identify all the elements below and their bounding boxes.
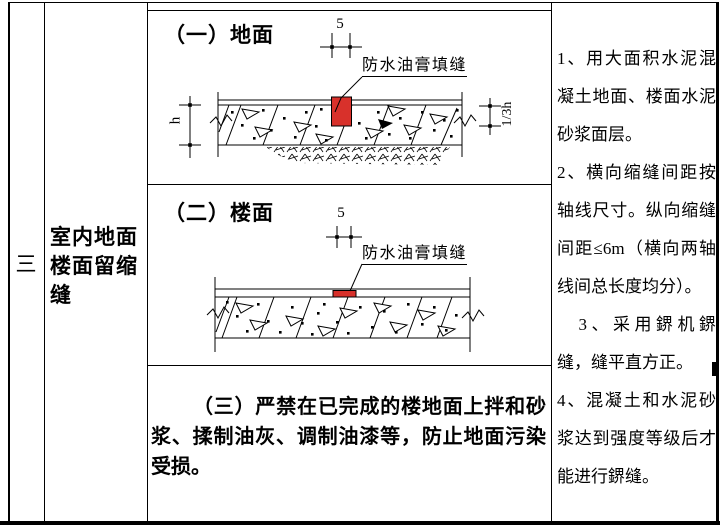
break-mark-right <box>453 114 477 128</box>
slab-edges <box>214 277 471 352</box>
break-mark-right <box>461 309 485 323</box>
slab-depth-dimension <box>179 96 201 158</box>
section1-heading: （一）地面 <box>164 23 274 47</box>
col-divider-1 <box>44 2 45 521</box>
joint-width-dimension <box>326 226 362 248</box>
note-item: 2、横向缩缝间距按轴线尺寸。纵向缩缝间距≤6m（横向两轴线间总长度均分）。 <box>557 163 716 296</box>
slab-edges <box>217 92 463 157</box>
joint-filler-label-floor: 防水油膏填缝 <box>362 245 468 265</box>
table-top-border <box>8 2 719 3</box>
table-bottom-border <box>0 521 720 525</box>
table-left-border <box>8 2 10 522</box>
col-divider-3 <box>551 2 552 521</box>
row-number-cell: 三 <box>15 252 37 276</box>
joint-filler <box>331 96 352 127</box>
note-item: 4、混凝土和水泥砂浆达到强度等级后才能进行鎅缝。 <box>557 391 716 486</box>
break-mark-left <box>206 306 230 320</box>
note-item: 1、用大面积水泥混凝土地面、楼面水泥砂浆面层。 <box>557 49 716 144</box>
section3-prohibition-text: （三）严禁在已完成的楼地面上拌和砂浆、揉制油灰、调制油漆等，防止地面污染受损。 <box>151 396 546 478</box>
concrete-hatch <box>215 296 453 339</box>
joint-leader-line <box>349 263 363 292</box>
ground-slab-section-drawing <box>179 33 501 165</box>
aggregate-dots <box>231 108 459 142</box>
joint-leader-line <box>334 76 363 113</box>
joint-width-dim-label-floor: 5 <box>337 205 345 221</box>
right-edge-mark <box>712 362 717 376</box>
ground-hatch-band <box>266 147 450 165</box>
break-mark-left <box>209 114 233 128</box>
joint-depth-dim-label: 1/3h <box>500 101 515 127</box>
table-right-border <box>716 2 719 522</box>
note-item: 3、采用鎅机鎅缝，缝平直方正。 <box>557 315 716 372</box>
item-name-cell: 室内地面楼面留缩缝 <box>50 226 138 307</box>
slab-depth-dim-label: h <box>167 116 184 125</box>
floor-slab-section-drawing <box>206 226 485 352</box>
aggregate-triangles <box>241 105 449 145</box>
col-divider-2 <box>147 2 148 521</box>
joint-width-dim-label-ground: 5 <box>336 16 344 32</box>
aggregate-triangles <box>235 302 457 337</box>
mid-col-top-line <box>147 10 552 11</box>
section2-heading: （二）楼面 <box>164 201 274 225</box>
joint-width-dimension <box>320 33 362 58</box>
joint-filler-label-ground: 防水油膏填缝 <box>362 57 468 77</box>
joint-filler <box>332 290 357 298</box>
joint-depth-dimension <box>479 98 501 135</box>
aggregate-triangle-filled <box>378 119 393 129</box>
mid-col-divider-2 <box>147 365 552 366</box>
notes-cell: 1、用大面积水泥混凝土地面、楼面水泥砂浆面层。 2、横向缩缝间距按轴线尺寸。纵向… <box>557 40 716 496</box>
mid-col-divider-1 <box>147 184 552 185</box>
